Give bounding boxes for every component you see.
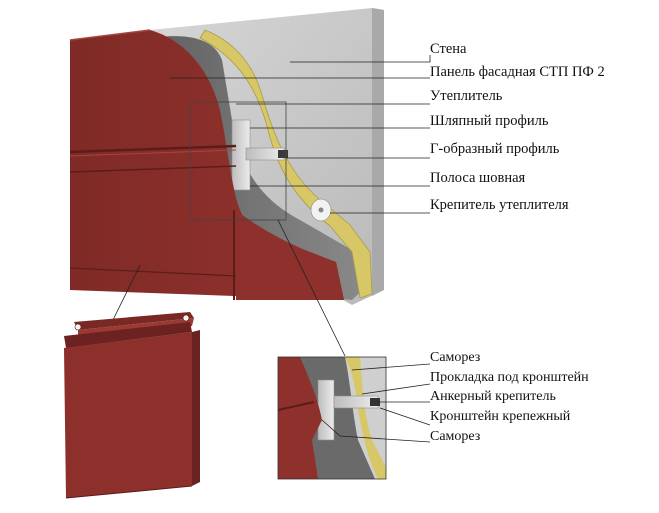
leader-gasket [361, 383, 431, 395]
detail-leader-lines [321, 363, 431, 443]
connector-panel-detail [111, 264, 141, 323]
detail-labels: Саморез Прокладка под кронштейн Анкерный… [430, 350, 589, 444]
label-wall: Стена [430, 41, 467, 57]
label-mounting-bracket: Кронштейн крепежный [430, 409, 571, 424]
zoom-panel-seam [278, 401, 315, 411]
panel-step [64, 322, 192, 348]
panel-front-face [64, 332, 192, 498]
panel-hole-right [182, 314, 190, 322]
label-facade-panel: Панель фасадная СТП ПФ 2 [430, 64, 605, 80]
connector-lines [111, 219, 346, 357]
zoom-anchor-bolt [370, 398, 380, 406]
label-screw-bottom: Саморез [430, 429, 481, 444]
g-profile-bolt [278, 150, 288, 158]
panel-bottom-edge [65, 485, 193, 499]
leader-screw-bottom [321, 419, 431, 443]
label-anchor-fastener: Анкерный крепитель [430, 389, 556, 404]
label-g-profile: Г-образный профиль [430, 141, 560, 157]
panel-seam-3 [69, 267, 237, 277]
label-seam-strip: Полоса шовная [430, 170, 526, 186]
zoom-panel [278, 357, 322, 479]
detail-frame [189, 101, 287, 221]
label-insulation: Утеплитель [430, 88, 503, 104]
panel-side-face [192, 330, 200, 486]
detail-zoom [277, 356, 387, 480]
facade-panel-lower [236, 210, 344, 300]
leader-bracket [379, 407, 431, 426]
panel-seam-1-hl [69, 149, 237, 157]
label-hat-profile: Шляпный профиль [430, 113, 549, 129]
connector-zoom [277, 219, 346, 357]
panel-seam-2 [69, 165, 237, 173]
panel-hole-left [74, 323, 82, 331]
panel-seam-1 [69, 144, 237, 154]
panel-top-lip [74, 312, 194, 330]
main-assembly [69, 8, 384, 305]
wall-slab-edge [372, 8, 384, 296]
label-bracket-gasket: Прокладка под кронштейн [430, 370, 589, 385]
leader-wall [290, 55, 431, 63]
panel-top-edge [69, 29, 151, 41]
label-insulation-fastener: Крепитель утеплителя [430, 197, 569, 213]
zoom-bracket [317, 379, 335, 441]
zoom-insulation-yellow [345, 357, 386, 479]
zoom-frame [277, 356, 387, 480]
label-screw-top: Саморез [430, 350, 481, 365]
single-panel [64, 312, 200, 499]
leader-screw-top [351, 363, 431, 371]
facade-panel [70, 30, 344, 300]
main-labels: Стена Панель фасадная СТП ПФ 2 Утеплител… [430, 41, 605, 213]
insulation-fastener-center [318, 207, 324, 213]
main-leader-lines [170, 55, 431, 214]
